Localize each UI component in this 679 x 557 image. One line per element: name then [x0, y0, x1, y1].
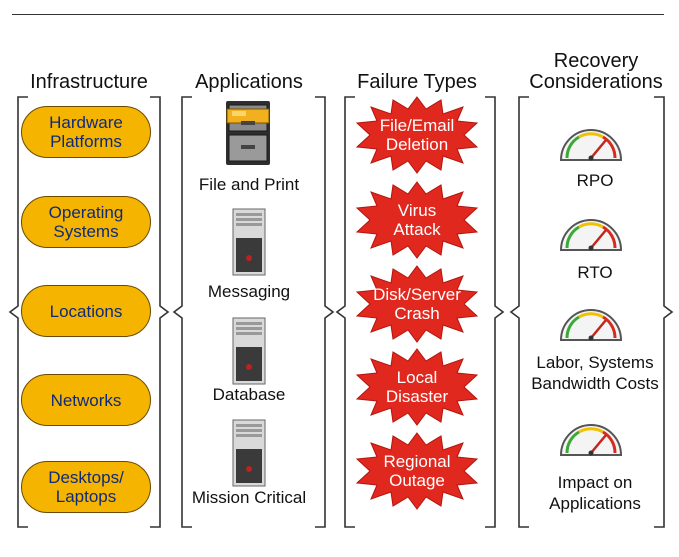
recovery-title-line1: Recovery [553, 50, 639, 72]
starburst-shape [355, 432, 479, 510]
server-tower-icon [232, 317, 266, 385]
infra-locations: Locations [21, 285, 151, 337]
gauge-icon [559, 309, 623, 341]
recovery-rto: RTO [577, 263, 613, 282]
recovery-title-line2: Considerations [529, 71, 663, 93]
recovery-impact-on-applications: Impact on Applications [549, 473, 641, 513]
gauge-icon [559, 424, 623, 456]
left-brace [335, 96, 355, 528]
infra-operating-systems: Operating Systems [21, 196, 151, 248]
infra-networks: Networks [21, 374, 151, 426]
starburst-shape [355, 181, 479, 259]
left-brace [8, 96, 28, 528]
starburst-shape [355, 96, 479, 174]
failure-disk-server-crash: Disk/Server Crash [373, 285, 461, 323]
left-brace [509, 96, 529, 528]
right-brace [150, 96, 170, 528]
app-mission-critical: Mission Critical [191, 488, 307, 507]
failure-virus-attack: Virus Attack [393, 201, 441, 239]
infra-desktops-laptops: Desktops/ Laptops [21, 461, 151, 513]
file-cabinet-icon [226, 101, 270, 165]
right-brace [485, 96, 505, 528]
gauge-icon [559, 219, 623, 251]
app-file-and-print: File and Print [198, 175, 300, 194]
recovery-rpo: RPO [576, 171, 614, 190]
infrastructure-title: Infrastructure [30, 71, 148, 93]
infra-hardware-platforms: Hardware Platforms [21, 106, 151, 158]
right-brace [654, 96, 674, 528]
applications-title: Applications [195, 71, 303, 93]
app-messaging: Messaging [207, 282, 291, 301]
app-database: Database [212, 385, 286, 404]
failure-regional-outage: Regional Outage [383, 452, 451, 490]
failure-types-title: Failure Types [357, 71, 477, 93]
server-tower-icon [232, 419, 266, 487]
starburst-shape [355, 265, 479, 343]
starburst-shape [355, 348, 479, 426]
left-brace [172, 96, 192, 528]
server-tower-icon [232, 208, 266, 276]
top-rule [12, 14, 664, 15]
gauge-icon [559, 129, 623, 161]
recovery-labor-systems-bandwidth-costs: Labor, Systems Bandwidth Costs [531, 353, 659, 393]
failure-file-email-deletion: File/Email Deletion [379, 116, 455, 154]
right-brace [315, 96, 335, 528]
failure-local-disaster: Local Disaster [385, 368, 449, 406]
